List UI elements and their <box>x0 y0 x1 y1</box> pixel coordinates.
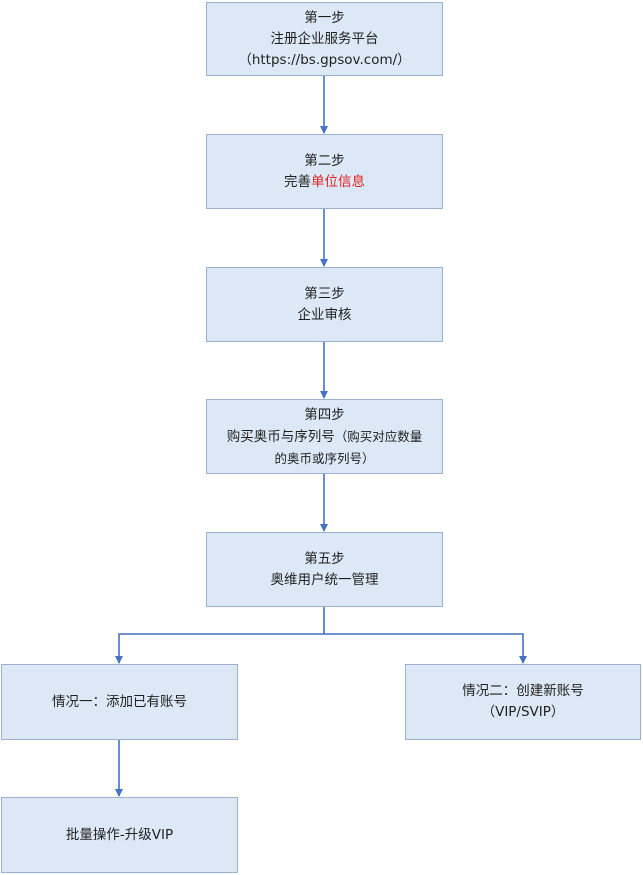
branch-step5-to-case1 <box>115 607 325 664</box>
step-1-url: （https://bs.gpsov.com/） <box>238 51 411 68</box>
step-4-description-main: 购买奥币与序列号 <box>226 428 335 445</box>
step-3-box: 第三步 企业审核 <box>206 267 443 342</box>
step-4-description: 购买奥币与序列号（购买对应数量 <box>227 426 423 448</box>
batch-upgrade-title: 批量操作-升级VIP <box>65 826 174 843</box>
case-1-title: 情况一：添加已有账号 <box>52 693 187 710</box>
step-1-title: 第一步 <box>304 9 345 26</box>
case-2-title: 情况二：创建新账号 <box>462 683 584 699</box>
step-1-description: 注册企业服务平台 <box>270 30 379 47</box>
step-2-description: 完善单位信息 <box>284 172 365 193</box>
step-2-box: 第二步 完善单位信息 <box>206 134 443 209</box>
step-2-title: 第二步 <box>304 152 345 169</box>
step-1-box: 第一步 注册企业服务平台 （https://bs.gpsov.com/） <box>206 2 443 76</box>
step-4-box: 第四步 购买奥币与序列号（购买对应数量 的奥币或序列号） <box>206 399 443 474</box>
case-2-subtitle: （VIP/SVIP） <box>481 704 565 720</box>
step-4-title: 第四步 <box>304 406 345 423</box>
step-2-description-highlight: 单位信息 <box>311 173 365 190</box>
step-5-title: 第五步 <box>304 550 345 567</box>
step-5-box: 第五步 奥维用户统一管理 <box>206 532 443 607</box>
step-4-description-note-cont: 的奥币或序列号） <box>274 450 375 466</box>
case-2-box: 情况二：创建新账号 （VIP/SVIP） <box>405 664 641 740</box>
step-4-description-note: （购买对应数量 <box>334 428 423 444</box>
step-3-description: 企业审核 <box>297 306 352 323</box>
case-1-box: 情况一：添加已有账号 <box>1 664 238 740</box>
batch-upgrade-box: 批量操作-升级VIP <box>1 797 238 873</box>
step-2-description-prefix: 完善 <box>284 173 311 190</box>
step-5-description: 奥维用户统一管理 <box>270 571 379 588</box>
branch-step5-to-case2 <box>324 633 527 664</box>
step-3-title: 第三步 <box>304 285 345 302</box>
